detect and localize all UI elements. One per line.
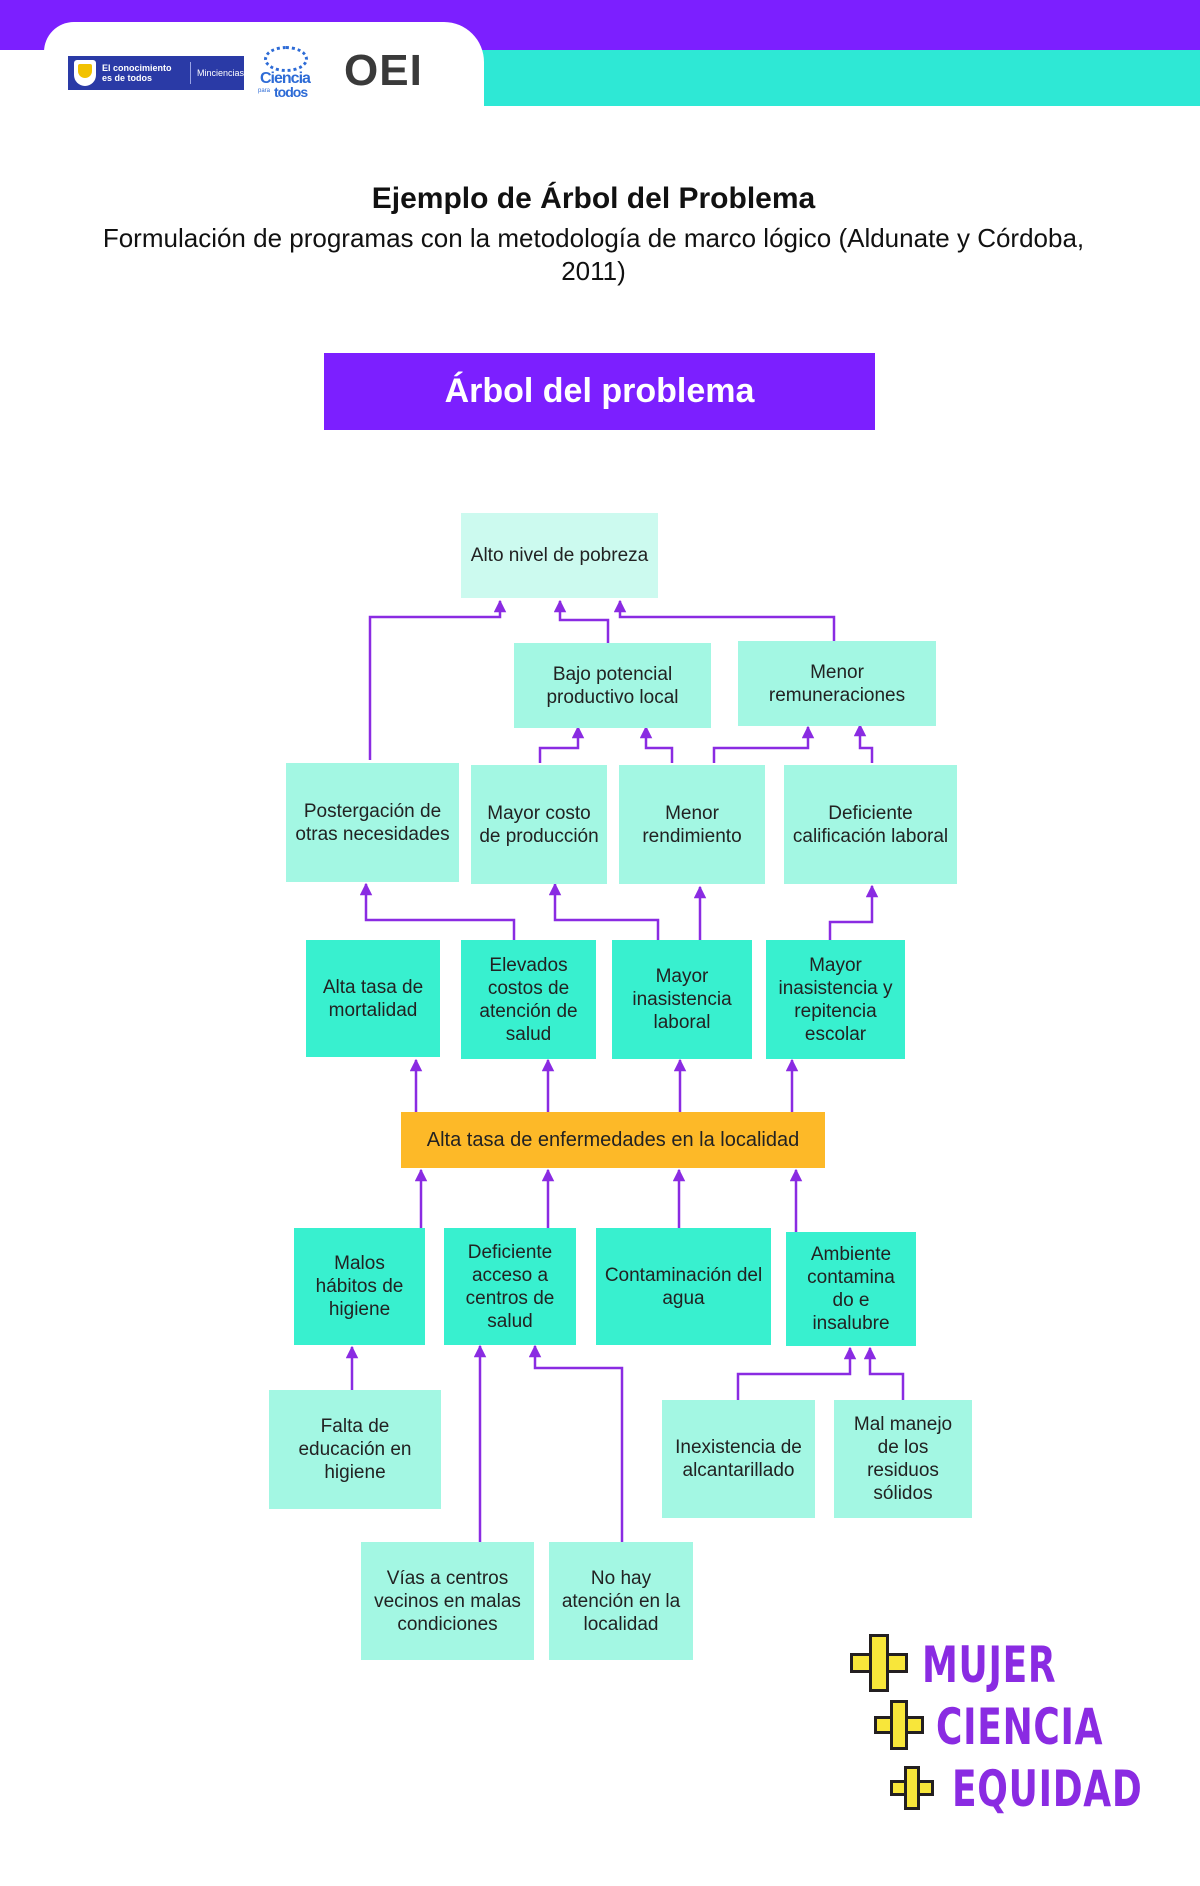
arrow-postergacion-to-pobreza <box>368 599 507 760</box>
node-postergacion: Postergación de otras necesidades <box>286 763 459 882</box>
arrow-inasist-esc-to-deficiente-cal <box>828 884 879 940</box>
arrow-inexistencia-to-ambiente <box>736 1346 857 1400</box>
node-deficiente-acceso: Deficiente acceso a centros de salud <box>444 1228 576 1345</box>
arrow-menor-rend-to-menor-rem <box>712 725 815 763</box>
node-ambiente-insalubre: Ambiente contamina do e insalubre <box>786 1232 916 1346</box>
node-vias-centros: Vías a centros vecinos en malas condicio… <box>361 1542 534 1660</box>
node-falta-educacion: Falta de educación en higiene <box>269 1390 441 1509</box>
node-menor-remuneraciones: Menor remuneraciones <box>738 641 936 726</box>
node-central-problem: Alta tasa de enfermedades en la localida… <box>401 1112 825 1168</box>
arrow-elevados-to-postergacion <box>359 882 516 940</box>
ciencia-para-todos-logo: Ciencia para todos <box>258 46 320 102</box>
arrow-deficiente-cal-to-menor-rem <box>853 723 874 763</box>
gov-logo-text: El conocimiento es de todos <box>102 63 172 83</box>
oei-logo: OEI <box>344 46 423 95</box>
diagram-banner: Árbol del problema <box>324 353 875 430</box>
node-alto-nivel-pobreza: Alto nivel de pobreza <box>461 513 658 598</box>
node-mal-manejo-residuos: Mal manejo de los residuos sólidos <box>834 1400 972 1518</box>
arrow-inasist-lab-to-mayor-costo <box>548 882 660 940</box>
node-malos-habitos: Malos hábitos de higiene <box>294 1228 425 1345</box>
arrow-no-hay-to-deficiente-acceso <box>528 1344 624 1542</box>
ciencia-logo-todos: todos <box>274 84 308 100</box>
node-mayor-costo: Mayor costo de producción <box>471 765 607 884</box>
plus-icon <box>850 1634 908 1692</box>
node-inasistencia-laboral: Mayor inasistencia laboral <box>612 940 752 1059</box>
header-band-teal <box>430 50 1200 106</box>
arrow-bajo-to-pobreza <box>553 599 610 643</box>
ciencia-network-icon <box>264 46 308 72</box>
arrow-mayor-costo-to-bajo <box>538 725 585 763</box>
node-inasistencia-escolar: Mayor inasistencia y repitencia escolar <box>766 940 905 1059</box>
node-deficiente-calificacion: Deficiente calificación laboral <box>784 765 957 884</box>
gov-logo-divider <box>189 62 191 84</box>
node-inexistencia-alcantarillado: Inexistencia de alcantarillado <box>662 1400 815 1518</box>
arrow-menor-rem-to-pobreza <box>613 599 836 643</box>
colombia-shield-icon <box>74 60 96 86</box>
ciencia-logo-para: para <box>258 88 271 94</box>
node-bajo-potencial: Bajo potencial productivo local <box>514 643 711 728</box>
node-no-hay-atencion: No hay atención en la localidad <box>549 1542 693 1660</box>
plus-icon <box>890 1766 934 1810</box>
footer-mujer: MUJER <box>922 1636 1057 1694</box>
gov-ministry-text: Minciencias <box>196 68 244 78</box>
arrow-menor-rend-to-bajo <box>639 725 674 763</box>
node-contaminacion-agua: Contaminación del agua <box>596 1228 771 1345</box>
node-elevados-costos: Elevados costos de atención de salud <box>461 940 596 1059</box>
gov-logo: El conocimiento es de todos Minciencias <box>68 56 244 90</box>
arrow-mal-manejo-to-ambiente <box>863 1346 905 1400</box>
page-title: Ejemplo de Árbol del Problema <box>371 182 816 215</box>
footer-ciencia: CIENCIA <box>936 1698 1104 1756</box>
plus-icon <box>874 1700 924 1750</box>
page-subtitle: Formulación de programas con la metodolo… <box>102 223 1085 286</box>
node-alta-mortalidad: Alta tasa de mortalidad <box>306 940 440 1057</box>
ciencia-logo-word: Ciencia <box>260 70 311 87</box>
node-menor-rendimiento: Menor rendimiento <box>619 765 765 884</box>
footer-equidad: EQUIDAD <box>952 1760 1143 1818</box>
